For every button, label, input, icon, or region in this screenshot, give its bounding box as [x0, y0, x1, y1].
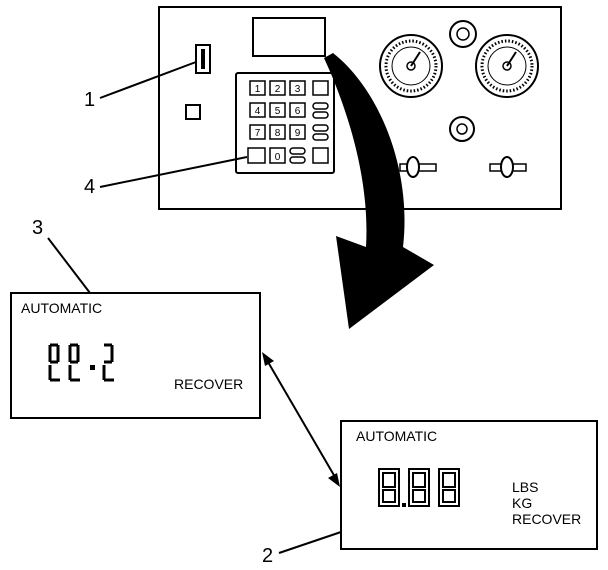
panel-display-window — [252, 17, 326, 57]
port-fitting-middle — [449, 116, 475, 142]
keypad-key-label: 1 — [255, 84, 261, 95]
keypad-function-key-d[interactable] — [289, 147, 306, 164]
keypad-key-7[interactable]: 7 — [249, 124, 266, 140]
keypad-key-8[interactable]: 8 — [269, 124, 286, 140]
keypad-function-key-b[interactable] — [312, 102, 329, 119]
keypad-key-0[interactable]: 0 — [269, 147, 286, 164]
gauge-high-pressure — [475, 34, 539, 98]
keypad-key-5[interactable]: 5 — [269, 102, 286, 118]
callout-number: 2 — [262, 545, 273, 567]
keypad-key-9[interactable]: 9 — [289, 124, 306, 140]
keypad-enter-key[interactable] — [312, 147, 329, 164]
keypad-function-key-a[interactable] — [312, 80, 329, 96]
keypad-key-label: 9 — [295, 128, 301, 139]
keypad-key-label: 4 — [255, 106, 261, 117]
keypad-key-label: 7 — [255, 128, 261, 139]
keypad-key-3[interactable]: 3 — [289, 80, 306, 96]
display-mode-label: AUTOMATIC — [21, 300, 102, 316]
keypad-key-label: 2 — [275, 84, 281, 95]
display-status-label: RECOVER — [174, 376, 243, 392]
keypad-key-label: 0 — [275, 152, 281, 163]
keypad: 1 2 3 4 5 6 7 8 9 0 — [235, 72, 335, 174]
callout-1: 1 — [84, 61, 197, 111]
keypad-key-1[interactable]: 1 — [249, 80, 266, 96]
callout-number: 1 — [84, 89, 95, 111]
double-arrow — [262, 352, 340, 487]
keypad-key-2[interactable]: 2 — [269, 80, 286, 96]
display-status-label: RECOVER — [512, 511, 581, 527]
keypad-key-6[interactable]: 6 — [289, 102, 306, 118]
keypad-key-4[interactable]: 4 — [249, 102, 266, 118]
callout-4: 4 — [84, 156, 248, 198]
unit-kg-label: KG — [512, 495, 532, 511]
gauge-low-pressure — [379, 34, 443, 98]
control-panel: 1 2 3 4 5 6 7 8 9 0 — [158, 6, 562, 210]
callout-2: 2 — [262, 531, 342, 567]
indicator-light — [185, 104, 201, 120]
port-fitting-top — [449, 20, 477, 48]
keypad-key-label: 6 — [295, 106, 301, 117]
valve-right[interactable] — [489, 156, 527, 178]
display-mode-label: AUTOMATIC — [356, 428, 437, 444]
keypad-function-key-c[interactable] — [312, 124, 329, 141]
unit-lbs-label: LBS — [512, 479, 538, 495]
display-small: AUTOMATIC RECOVER — [10, 292, 261, 419]
segment-digits — [378, 468, 460, 507]
segment-digits — [48, 343, 114, 382]
power-switch[interactable] — [195, 44, 211, 74]
callout-3: 3 — [32, 217, 91, 294]
keypad-key-label: 8 — [275, 128, 281, 139]
valve-left[interactable] — [399, 156, 437, 178]
magnify-arrow — [324, 53, 434, 329]
keypad-key-label: 3 — [295, 84, 301, 95]
callout-number: 4 — [84, 176, 95, 198]
display-large: AUTOMATIC LBS KG RECOVER — [340, 420, 598, 550]
keypad-blank-key[interactable] — [247, 147, 266, 164]
callout-number: 3 — [32, 217, 43, 239]
keypad-key-label: 5 — [275, 106, 281, 117]
